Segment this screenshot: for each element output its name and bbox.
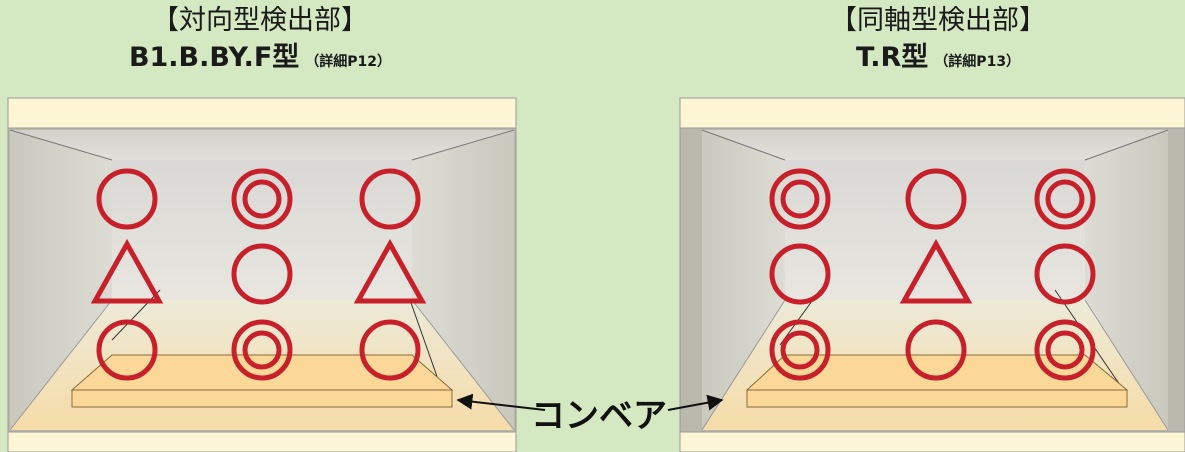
right-panel-title: 【同軸型検出部】 T.R型 （詳細P13） <box>738 4 1138 80</box>
left-mark-circle-r1c1 <box>231 243 293 305</box>
right-panel-model-line: T.R型 （詳細P13） <box>738 40 1138 80</box>
right-mark-double-r0c0 <box>769 168 831 230</box>
conveyor-label: コンベア <box>531 396 667 436</box>
right-conveyor-top <box>745 354 1129 391</box>
right-mark-double-r2c2 <box>1034 319 1096 381</box>
right-panel-heading: 【同軸型検出部】 <box>830 5 1046 36</box>
right-conveyor-front <box>746 389 1128 408</box>
right-mark-triangle-r1c1 <box>899 238 973 304</box>
conveyor-arrow-right <box>667 394 724 411</box>
right-mark-circle-r2c1 <box>905 319 967 381</box>
left-mark-circle-r2c0 <box>96 319 158 381</box>
right-mark-circle-r1c2 <box>1034 243 1096 305</box>
left-panel-heading: 【対向型検出部】 <box>152 5 368 36</box>
right-panel-detail: （詳細P13） <box>934 54 1021 70</box>
left-mark-double-r2c1 <box>231 319 293 381</box>
left-panel-title: 【対向型検出部】 B1.B.BY.F型 （詳細P12） <box>60 4 460 80</box>
left-panel-model-line: B1.B.BY.F型 （詳細P12） <box>60 40 460 80</box>
right-mark-circle-r1c0 <box>769 243 831 305</box>
right-detector-box <box>679 97 1185 452</box>
left-mark-circle-r0c2 <box>359 168 421 230</box>
right-panel-model: T.R型 <box>855 42 929 73</box>
right-mark-double-r0c2 <box>1034 168 1096 230</box>
left-detector-box <box>7 97 517 452</box>
conveyor-arrow-left <box>456 393 546 411</box>
right-mark-double-r2c0 <box>769 319 831 381</box>
left-panel-model: B1.B.BY.F型 <box>128 42 300 73</box>
left-conveyor-front <box>71 389 453 408</box>
left-mark-double-r0c1 <box>231 168 293 230</box>
left-conveyor-top <box>70 354 454 391</box>
left-mark-circle-r2c2 <box>359 319 421 381</box>
left-mark-triangle-r1c0 <box>90 238 164 304</box>
right-mark-circle-r0c1 <box>905 168 967 230</box>
sensor-marks <box>90 168 1096 381</box>
left-mark-triangle-r1c2 <box>353 238 427 304</box>
left-panel-detail: （詳細P12） <box>305 54 392 70</box>
left-mark-circle-r0c0 <box>96 168 158 230</box>
